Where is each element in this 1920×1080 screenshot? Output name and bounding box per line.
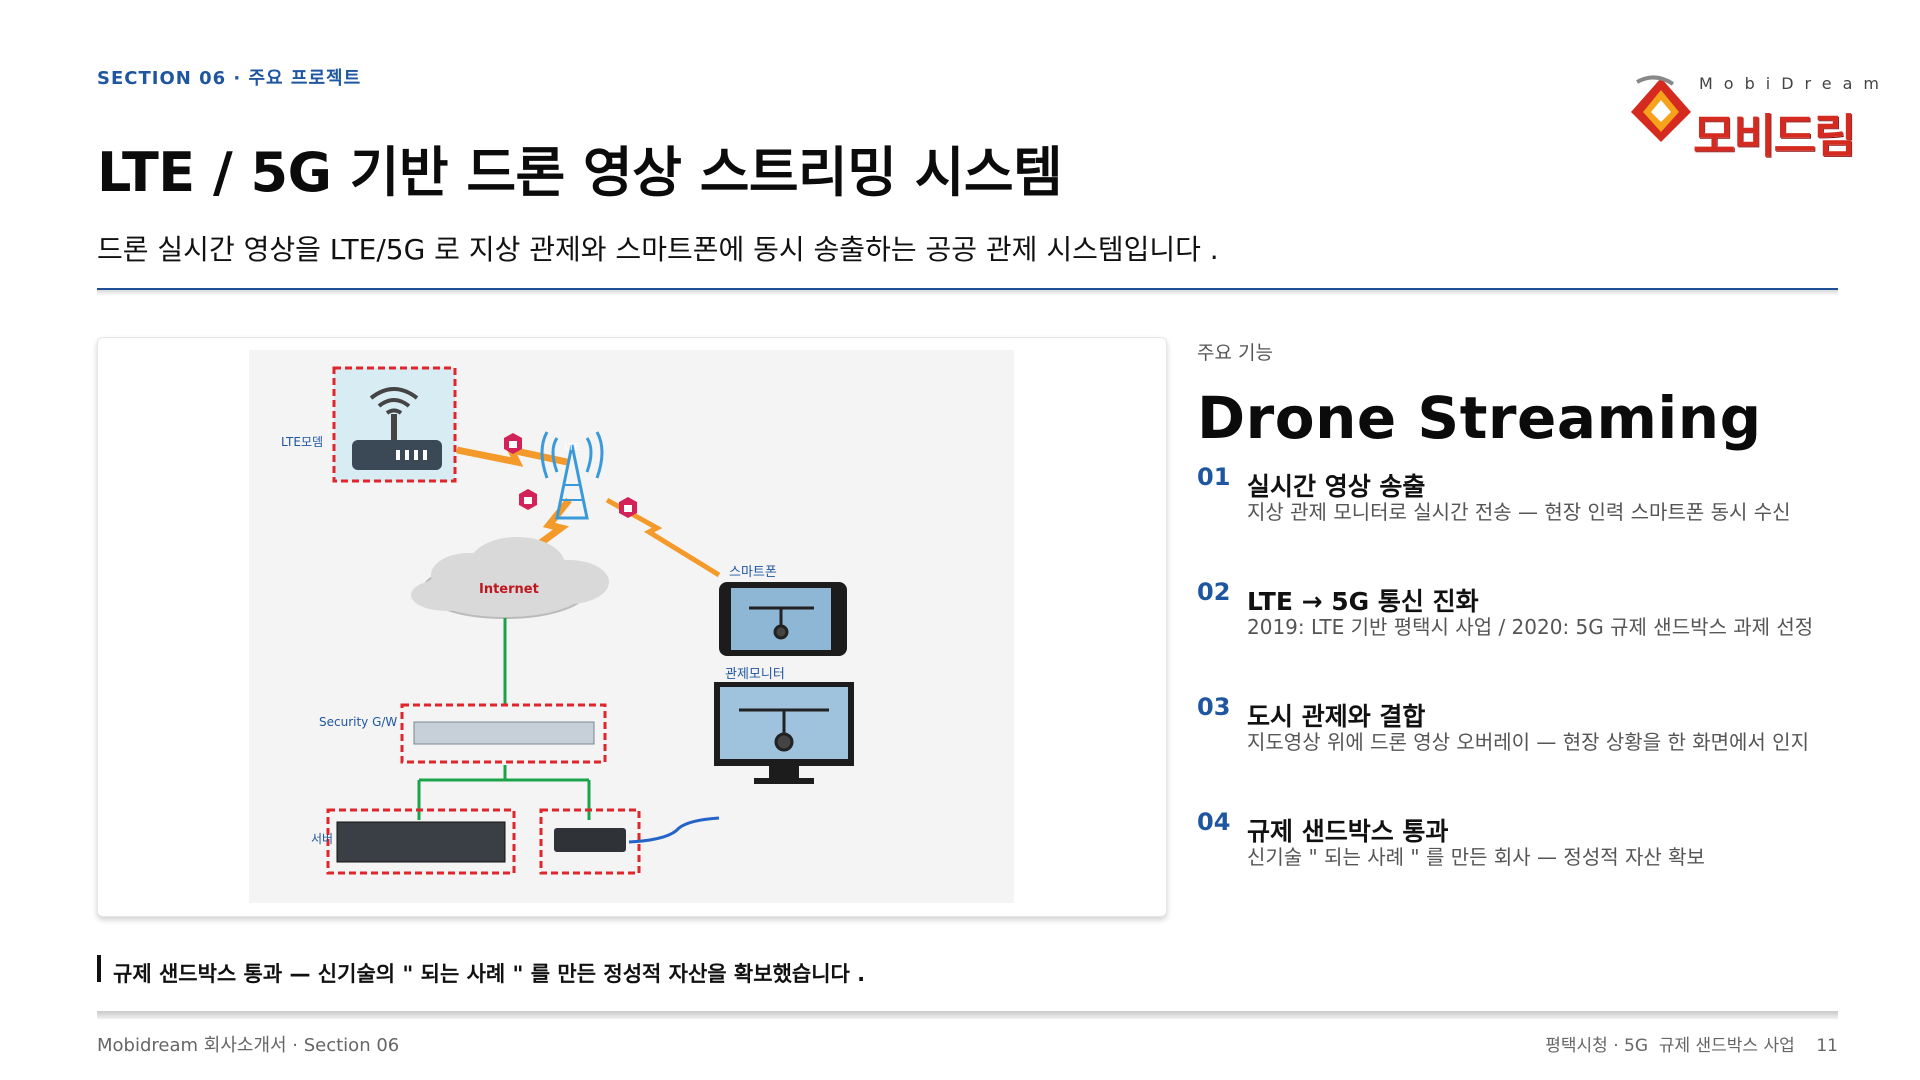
features-label: 주요 기능 — [1197, 342, 1273, 364]
page-subtitle: 드론 실시간 영상을 LTE/5G 로 지상 관제와 스마트폰에 동시 송출하는… — [97, 233, 1219, 266]
feature-title: 도시 관제와 결합 — [1247, 702, 1426, 731]
label-lte-modem: LTE모뎀 — [281, 435, 323, 449]
feature-title: 실시간 영상 송출 — [1247, 472, 1426, 501]
feature-desc: 2019: LTE 기반 평택시 사업 / 2020: 5G 규제 샌드박스 과… — [1247, 615, 1814, 639]
header-divider-shadow — [97, 290, 1838, 296]
lock-icon-2 — [519, 489, 537, 510]
system-diagram: LTE모뎀 LTE — [249, 350, 1014, 903]
section-label: SECTION 06 · 주요 프로젝트 — [97, 68, 362, 89]
footer-left: Mobidream 회사소개서 · Section 06 — [97, 1035, 400, 1056]
label-smartphone: 스마트폰 — [729, 565, 777, 580]
lte-tower-icon — [540, 431, 604, 520]
cable-to-monitor — [628, 816, 720, 844]
header-divider — [97, 288, 1838, 290]
lock-icon-1 — [504, 433, 522, 454]
summary-quote: 규제 샌드박스 통과 — 신기술의 " 되는 사례 " 를 만든 정성적 자산을… — [113, 962, 866, 986]
feature-num: 02 — [1197, 578, 1231, 606]
lock-icon-3 — [619, 497, 637, 518]
logo-korean-text: 모비드림 — [1693, 109, 1856, 163]
system-diagram-svg: LTE모뎀 LTE — [281, 366, 854, 875]
quote-bar — [97, 955, 101, 982]
server-device — [336, 821, 506, 863]
internet-cloud-icon — [411, 537, 609, 619]
security-gw-device — [413, 721, 595, 745]
features-title: Drone Streaming — [1197, 384, 1762, 452]
feature-desc: 지상 관제 모니터로 실시간 전송 — 현장 인력 스마트폰 동시 수신 — [1247, 500, 1791, 524]
drone-icon-monitor — [739, 708, 829, 752]
feature-desc: 지도영상 위에 드론 영상 오버레이 — 현장 상황을 한 화면에서 인지 — [1247, 730, 1809, 754]
drone-icon-phone — [749, 606, 814, 640]
logo-mark-icon — [1631, 75, 1691, 142]
footer-divider — [97, 1011, 1838, 1019]
feature-num: 04 — [1197, 808, 1231, 836]
feature-num: 03 — [1197, 693, 1231, 721]
label-monitor: 관제모니터 — [725, 667, 785, 682]
label-tower: LTE — [564, 442, 581, 453]
label-security-gw: Security G/W — [319, 715, 397, 729]
diagram-card: LTE모뎀 LTE — [97, 337, 1167, 917]
logo-english-text: MobiDream — [1699, 74, 1890, 93]
company-logo: MobiDream 모비드림 — [1625, 72, 1885, 163]
stb-device — [554, 828, 626, 852]
server-box — [326, 808, 516, 875]
lightning-modem-tower — [456, 445, 568, 467]
footer-right: 평택시청 · 5G 규제 샌드박스 사업 11 — [1545, 1036, 1838, 1056]
wifi-icon — [369, 387, 419, 442]
security-gw-box — [400, 703, 607, 764]
stb-box — [539, 808, 641, 875]
page-title: LTE / 5G 기반 드론 영상 스트리밍 시스템 — [97, 141, 1063, 204]
feature-title: LTE → 5G 통신 진화 — [1247, 587, 1479, 616]
label-internet: Internet — [479, 582, 539, 597]
feature-desc: 신기술 " 되는 사례 " 를 만든 회사 — 정성적 자산 확보 — [1247, 845, 1705, 869]
feature-title: 규제 샌드박스 통과 — [1247, 817, 1449, 846]
feature-num: 01 — [1197, 463, 1231, 491]
label-server: 서버 — [311, 832, 333, 846]
